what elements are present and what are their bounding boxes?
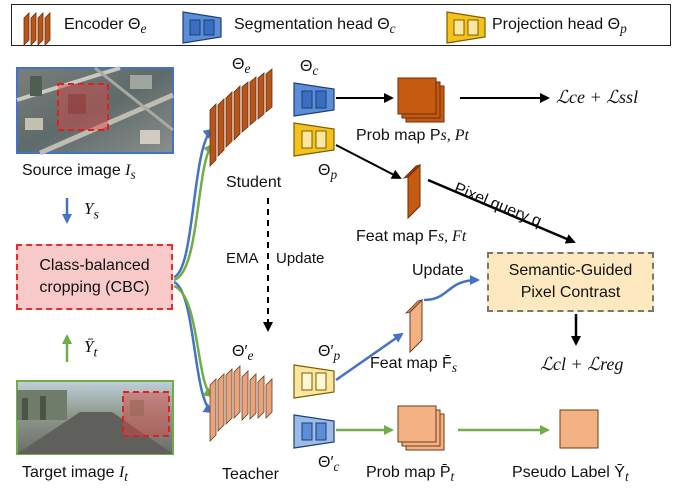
student-label: Student [226,174,282,191]
sgpc-line2: Pixel Contrast [520,284,621,301]
sgpc-line1: Semantic-Guided [508,262,633,279]
prob-map-t-bar-label: Prob map P̄t [366,464,455,485]
update2-label: Update [412,262,464,279]
pixel-query-arrow [427,178,576,244]
feat-map-st-label: Feat map Fs, Ft [356,228,467,245]
theta-p-label: Θp [318,162,338,183]
teacher-proj-head [293,364,335,399]
student-prob-map [397,77,445,123]
theta-p-prime-label: Θ′p [318,343,341,364]
cbc-to-teacher-blue [173,280,214,414]
legend-proj-head-label: Projection head Θp [492,16,627,37]
teacher-encoder [209,365,273,442]
cbc-line1: Class-balanced [39,257,150,274]
teacher-prob-map [397,405,445,451]
update-label: Update [276,250,325,267]
feat-map-s-bar-label: Feat map F̄s [370,355,457,376]
theta-e-label: Θe [232,56,251,77]
pseudo-label-box [559,409,599,449]
tproj-to-feat-arrow [335,332,404,382]
student-feat-map [402,163,422,220]
legend-encoder-icon [23,12,51,46]
sgpc-box: Semantic-Guided Pixel Contrast [487,252,654,312]
theta-c-prime-label: Θ′c [318,454,340,475]
legend-seg-head-label: Segmentation head Θc [234,16,396,37]
pseudo-label-caption: Pseudo Label Ȳt [512,464,629,485]
prob-map-st-label: Prob map Ps, Pt [356,127,469,144]
target-caption: Target image It [22,464,128,485]
loss-cl: ℒcl + ℒreg [540,354,624,374]
cbc-box: Class-balanced cropping (CBC) [16,244,173,310]
student-proj-head [293,122,335,157]
target-image [16,380,174,455]
legend-proj-head-icon [446,11,486,44]
cbc-to-student-green [173,143,214,282]
teacher-label: Teacher [222,466,279,483]
ys-label: Ys [84,199,99,223]
cbc-to-student-blue [173,128,214,279]
update-arrow [423,275,480,302]
proj-to-feat-arrow [335,144,402,179]
ema-label: EMA [226,250,259,267]
teacher-feat-map [404,298,424,354]
loss-top: ℒce + ℒssl [556,87,639,107]
student-encoder [209,68,273,167]
source-caption: Source image Is [22,162,136,183]
legend-encoder-label: Encoder Θe [64,16,147,37]
legend-seg-head-icon [182,11,222,44]
yt-label: Ȳt [84,337,98,361]
teacher-seg-head [293,414,335,449]
theta-c-label: Θc [300,58,319,79]
source-image [16,66,174,156]
cbc-line2: cropping (CBC) [39,279,150,296]
legend [11,4,671,46]
student-seg-head [293,82,335,117]
cbc-to-teacher-green [173,284,214,398]
theta-e-prime-label: Θ′e [232,343,254,364]
